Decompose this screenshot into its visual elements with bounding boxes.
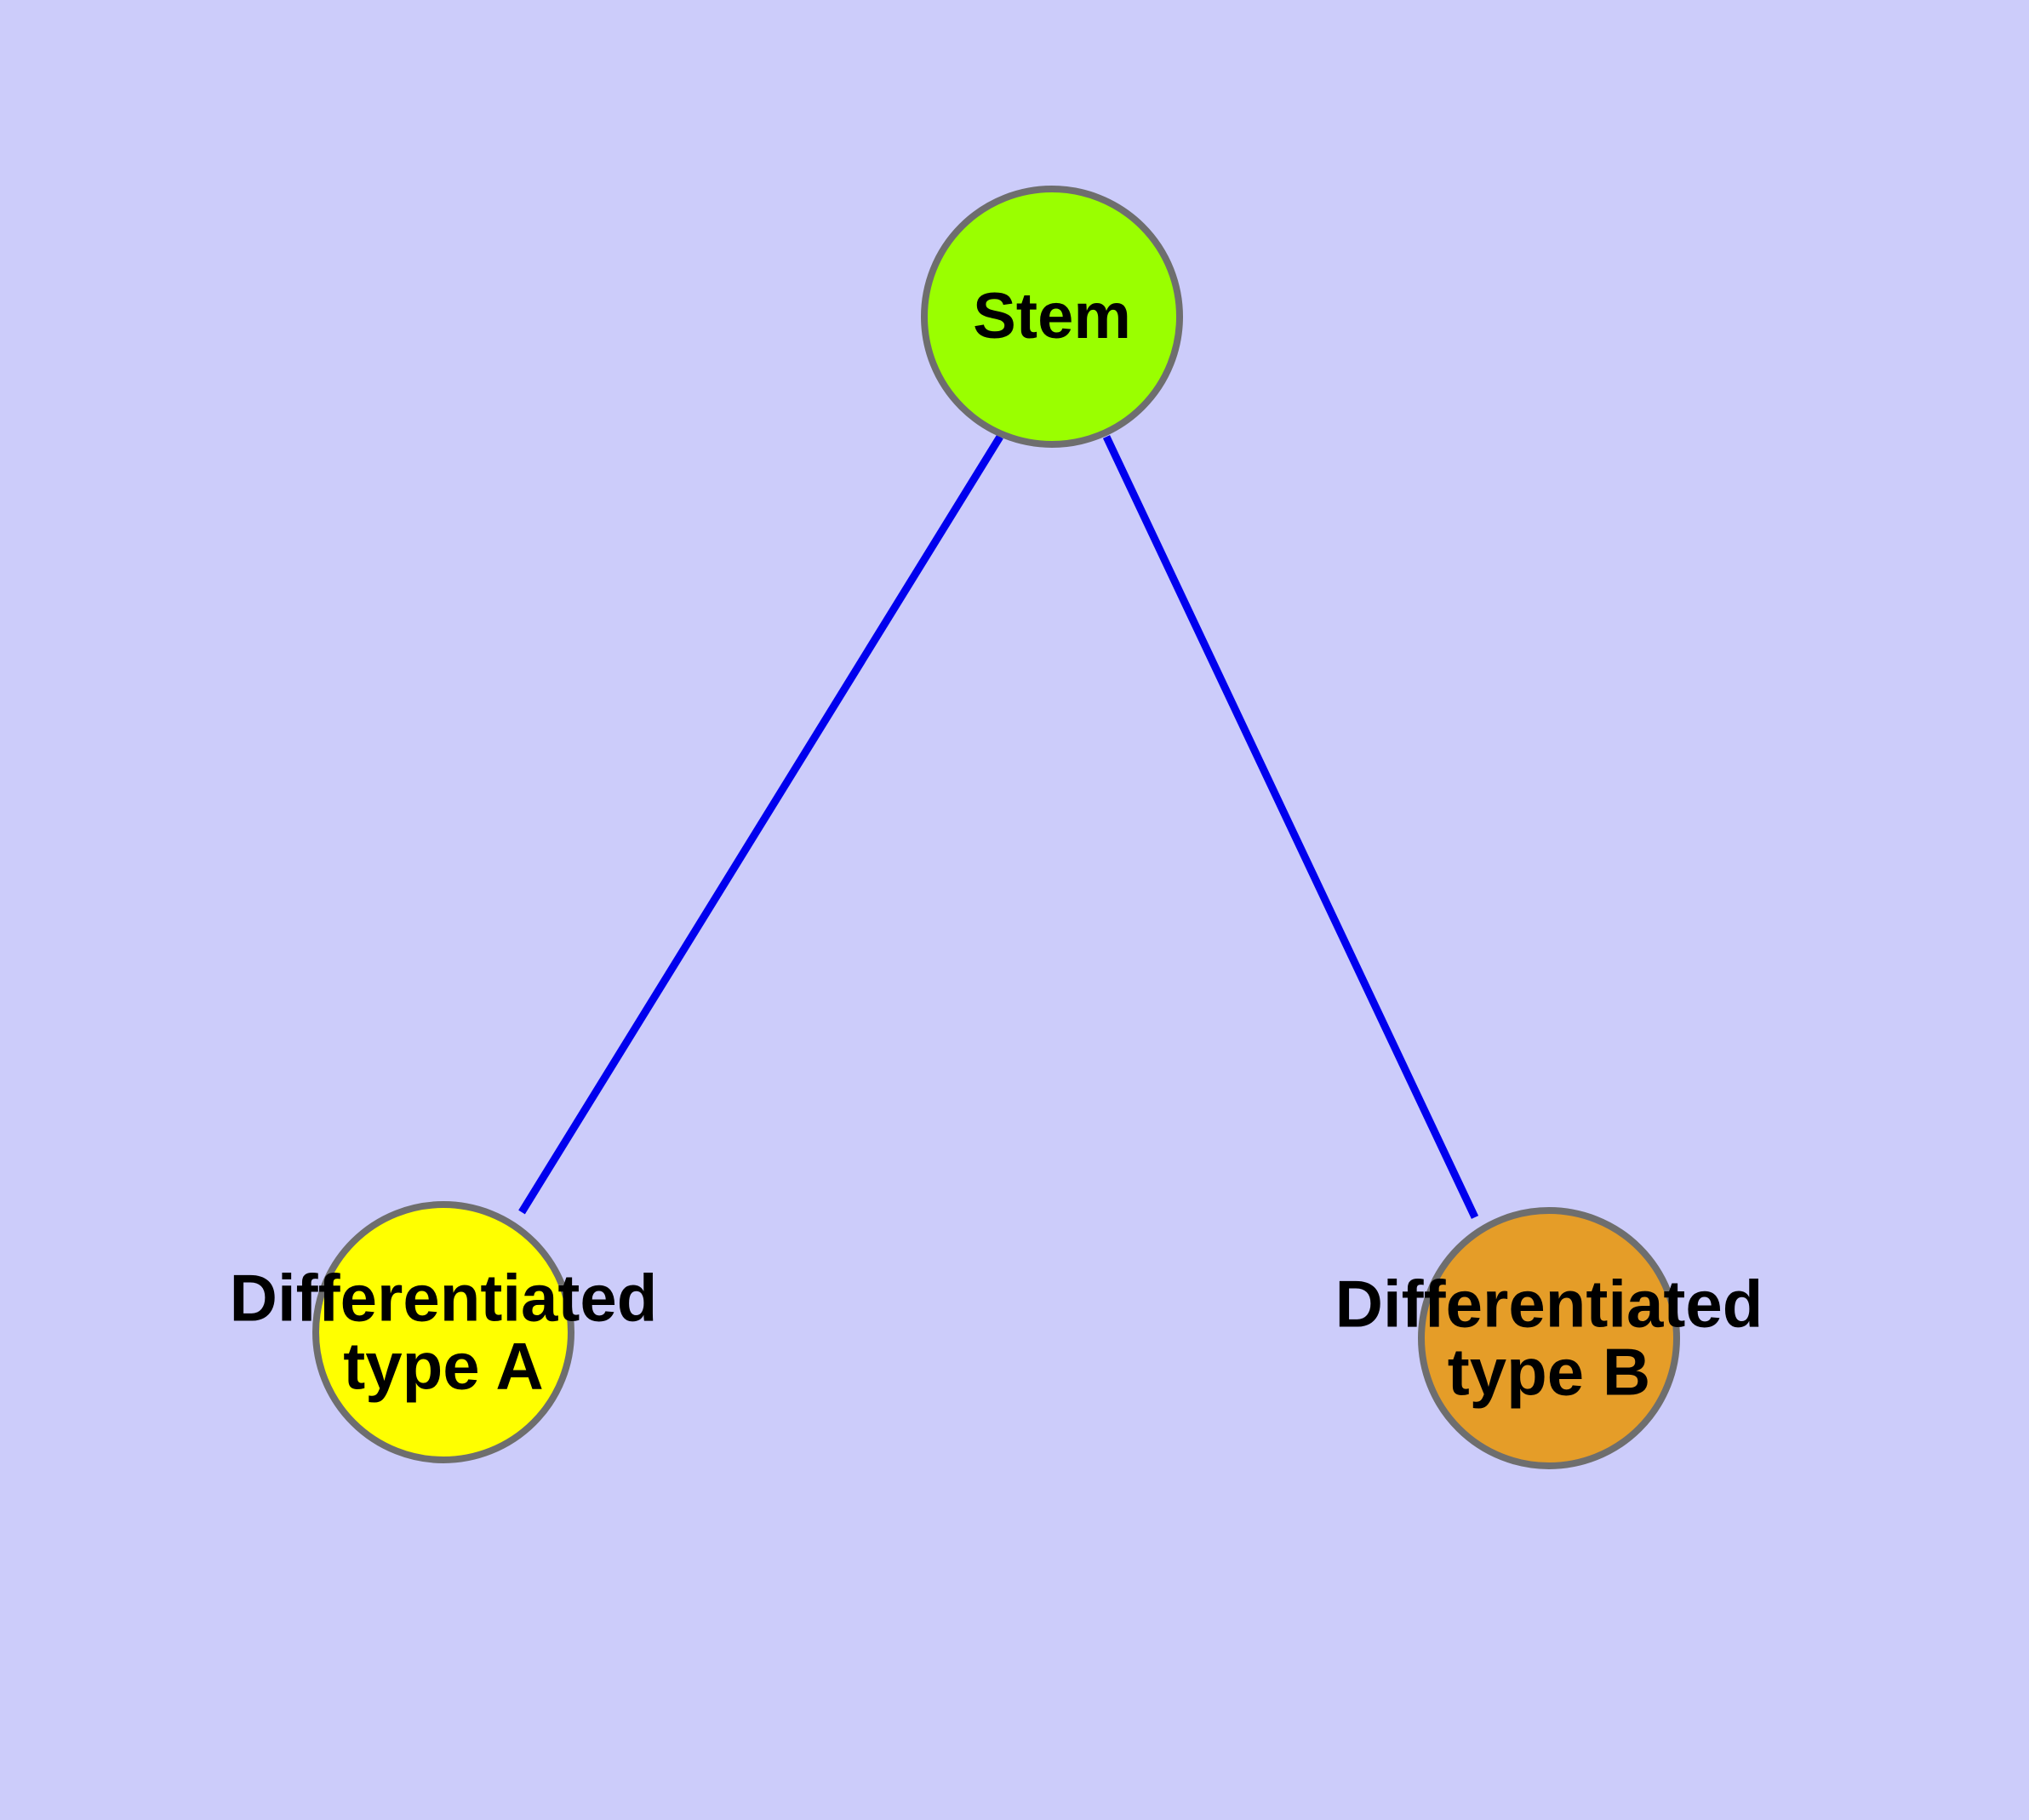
edge-stem-to-diff-b[interactable] (1102, 435, 1479, 1219)
edge-layer (518, 434, 1479, 1219)
node-circle-stem[interactable] (921, 186, 1183, 448)
node-circle-diff-b[interactable] (1418, 1207, 1680, 1469)
node-circle-diff-a[interactable] (312, 1201, 574, 1463)
edge-stem-to-diff-a[interactable] (518, 434, 1003, 1215)
node-layer (312, 186, 1680, 1469)
